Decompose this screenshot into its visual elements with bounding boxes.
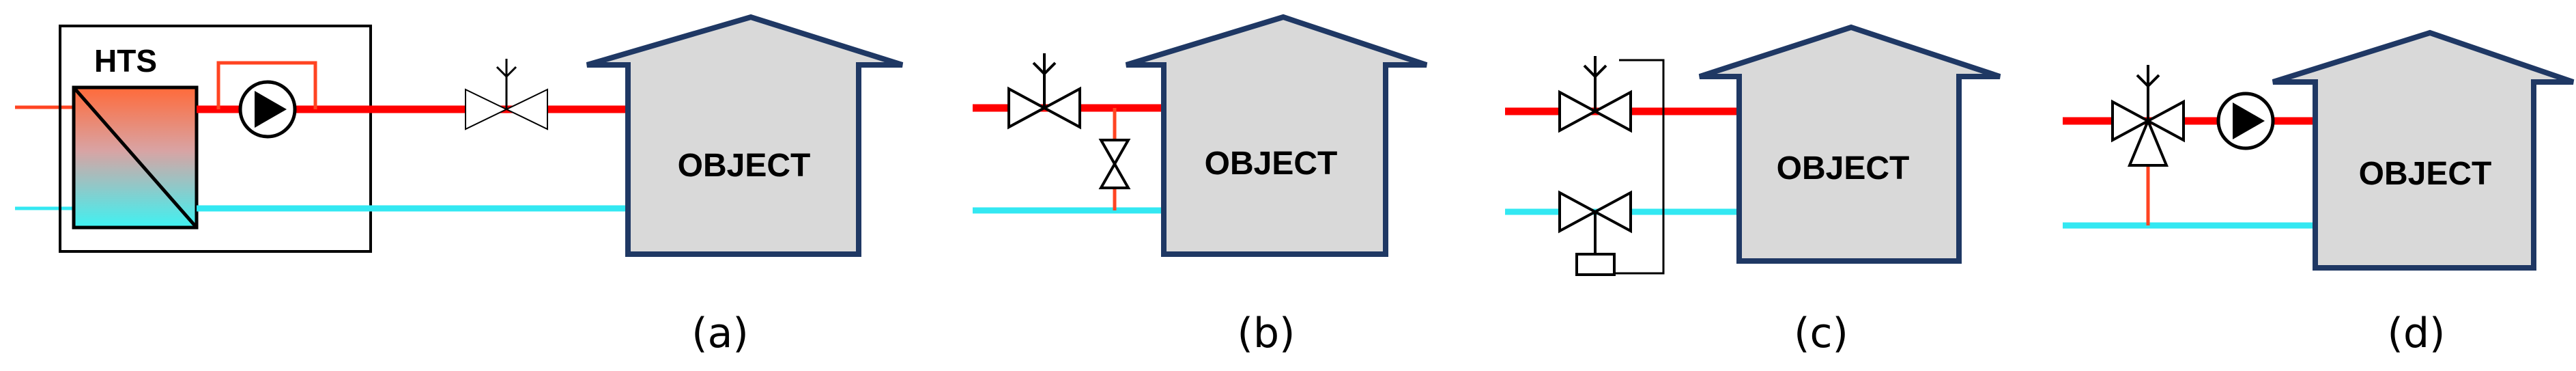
building-label: OBJECT [2359,156,2492,192]
signal-line [1614,59,1665,275]
heat-exchanger-diagonal [72,86,198,229]
panel-d: OBJECT (d) [2063,29,2575,357]
caption-a: (a) [691,310,749,357]
pump-arrow [2233,102,2265,139]
pump-bypass-loop [216,61,317,109]
building [586,14,904,257]
bypass-valve-icon [1098,139,1131,189]
building-label: OBJECT [1777,150,1910,187]
building [1698,24,2001,264]
three-way-valve-icon [2111,65,2185,167]
caption-b: (b) [1237,310,1296,357]
valve-icon [465,59,548,130]
panel-c: OBJECT (c) [1505,24,2001,357]
caption-d: (d) [2388,310,2446,357]
pump-arrow [255,91,287,128]
building [1125,14,1428,257]
building-label: OBJECT [1205,146,1338,182]
panel-b: OBJECT (b) [973,14,1428,357]
hts-enclosure [59,25,372,253]
caption-c: (c) [1794,310,1848,357]
control-valve-icon [1007,53,1081,130]
control-valve-icon [1558,56,1632,133]
panel-a: HTS OBJECT (a) [15,14,904,357]
motorized-valve-icon [1558,190,1632,276]
hts-label: HTS [94,43,157,79]
building [2272,29,2575,271]
building-label: OBJECT [678,148,811,184]
